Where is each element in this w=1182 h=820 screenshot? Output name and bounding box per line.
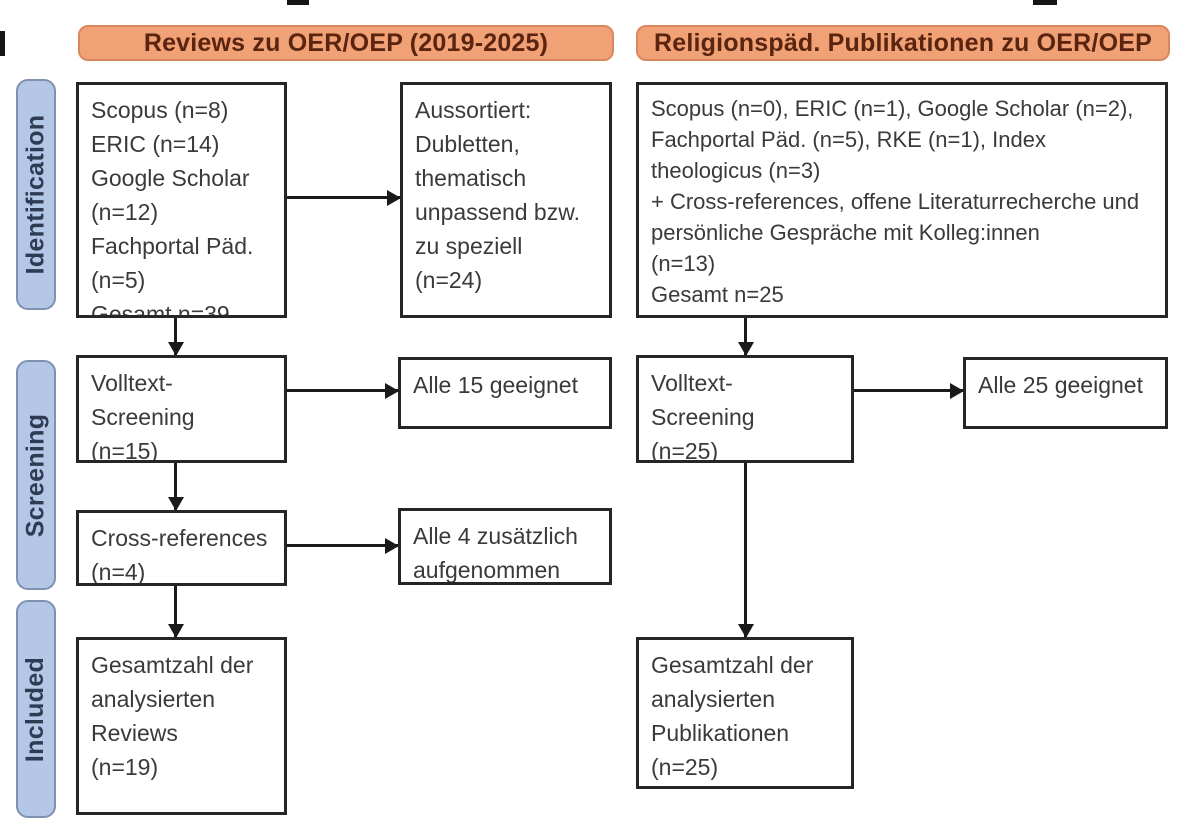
box-left-identification-sources: Scopus (n=8) ERIC (n=14) Google Scholar … [76, 82, 287, 318]
box-left-cross-references-result: Alle 4 zusätzlich aufgenommen [398, 508, 612, 585]
stage-label-identification: Identification [16, 79, 56, 310]
column-header-reviews: Reviews zu OER/OEP (2019-2025) [78, 25, 614, 61]
stage-label-screening: Screening [16, 360, 56, 590]
arrow-left-sources-to-excluded [287, 196, 400, 199]
column-header-religionspaed: Religionspäd. Publikationen zu OER/OEP [636, 25, 1170, 61]
box-right-included-total: Gesamtzahl der analysierten Publikatione… [636, 637, 854, 789]
box-right-fulltext-screening: Volltext- Screening (n=25) [636, 355, 854, 463]
arrow-right-screening-to-included [744, 463, 747, 637]
box-text: Aussortiert: Dubletten, thematisch unpas… [415, 97, 580, 293]
box-right-identification-sources: Scopus (n=0), ERIC (n=1), Google Scholar… [636, 82, 1168, 318]
arrow-left-sources-to-screening [174, 318, 177, 355]
arrow-right-sources-to-screening [744, 318, 747, 355]
box-text: Cross-references (n=4) [91, 525, 268, 585]
scan-artifact [0, 31, 5, 56]
box-right-fulltext-result: Alle 25 geeignet [963, 357, 1168, 429]
arrow-left-crossref-to-included [174, 586, 177, 637]
box-text: Gesamtzahl der analysierten Reviews (n=1… [91, 652, 254, 780]
stage-label-included: Included [16, 600, 56, 818]
box-text: Alle 4 zusätzlich aufgenommen [413, 523, 578, 583]
box-text: Volltext- Screening (n=15) [91, 370, 195, 463]
box-left-included-total: Gesamtzahl der analysierten Reviews (n=1… [76, 637, 287, 815]
box-text: Scopus (n=8) ERIC (n=14) Google Scholar … [91, 97, 254, 318]
arrow-left-crossref-to-result [287, 544, 398, 547]
scan-artifact [1033, 0, 1057, 5]
box-left-fulltext-screening: Volltext- Screening (n=15) [76, 355, 287, 463]
stage-label-text: Identification [21, 114, 50, 275]
box-text: Scopus (n=0), ERIC (n=1), Google Scholar… [651, 96, 1140, 307]
arrow-left-screening-to-result [287, 389, 398, 392]
box-text: Gesamtzahl der analysierten Publikatione… [651, 652, 814, 780]
scan-artifact [287, 0, 309, 5]
box-left-fulltext-result: Alle 15 geeignet [398, 357, 612, 429]
box-left-excluded: Aussortiert: Dubletten, thematisch unpas… [400, 82, 612, 318]
arrow-right-screening-to-result [854, 389, 963, 392]
stage-label-text: Screening [21, 413, 50, 537]
box-text: Alle 15 geeignet [413, 372, 578, 398]
box-left-cross-references: Cross-references (n=4) [76, 510, 287, 586]
box-text: Volltext- Screening (n=25) [651, 370, 755, 463]
box-text: Alle 25 geeignet [978, 372, 1143, 398]
stage-label-text: Included [21, 656, 50, 762]
arrow-left-screening-to-crossref [174, 463, 177, 510]
